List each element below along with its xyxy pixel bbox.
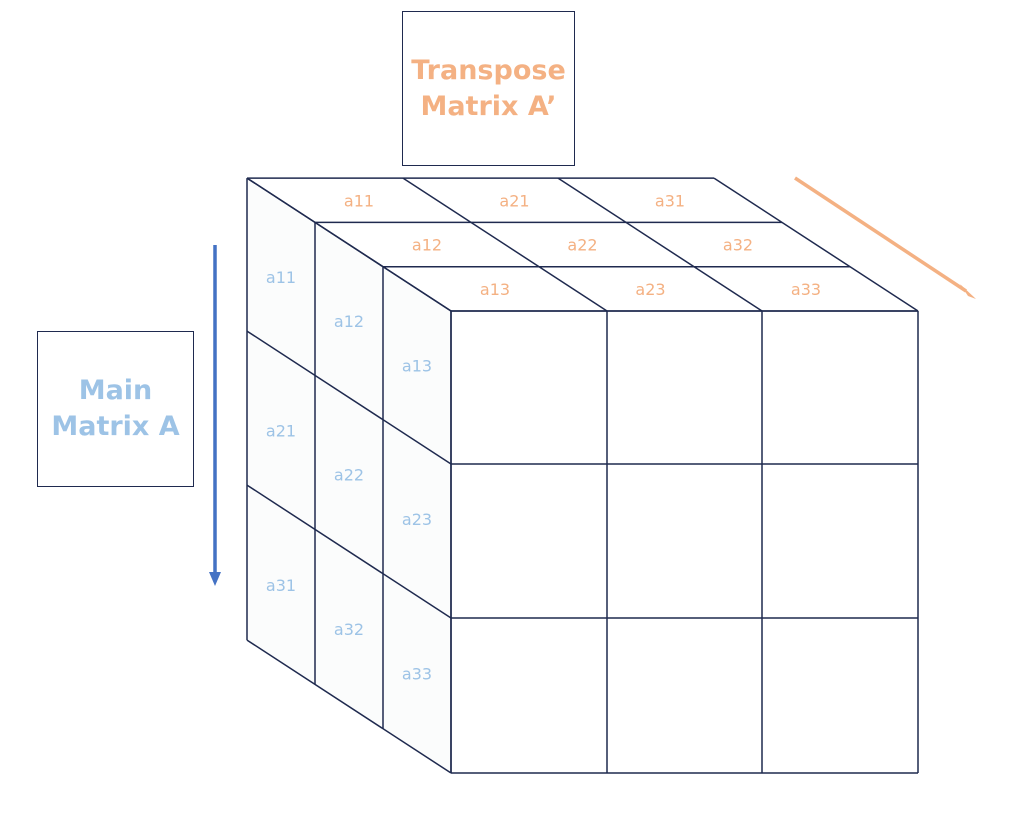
top-cell-label: a33 — [791, 280, 821, 299]
top-cell-label: a31 — [655, 191, 685, 210]
top-cell-label: a23 — [635, 280, 665, 299]
side-cell-label: a21 — [266, 421, 296, 440]
top-depth-line — [402, 177, 608, 312]
side-cell-label: a12 — [334, 312, 364, 331]
top-cell-label: a21 — [499, 191, 529, 210]
side-cell-label: a32 — [334, 620, 364, 639]
side-depth-line — [246, 639, 452, 774]
top-cell-label: a11 — [344, 191, 374, 210]
main-title-line2: Matrix A — [51, 411, 180, 442]
side-depth-line — [246, 330, 452, 465]
top-cell-label: a32 — [723, 236, 753, 255]
main-title-line1: Main — [78, 375, 153, 406]
side-depth-line — [246, 484, 452, 619]
diagonal-arrow-shaft — [794, 176, 967, 293]
top-cell-label: a12 — [412, 236, 442, 255]
down-arrowhead-icon — [209, 572, 221, 586]
top-cell-label: a22 — [567, 236, 597, 255]
side-cell-label: a23 — [402, 510, 432, 529]
top-cell-label: a13 — [480, 280, 510, 299]
side-face — [247, 178, 451, 774]
side-cell-label: a22 — [334, 466, 364, 485]
side-cell-label: a33 — [402, 664, 432, 683]
side-cell-label: a13 — [402, 356, 432, 375]
diagonal-arrowhead-icon — [960, 284, 976, 299]
side-cell-label: a11 — [266, 268, 296, 287]
side-depth-line — [246, 177, 452, 312]
transpose-title-line1: Transpose — [411, 54, 566, 86]
top-depth-line — [557, 177, 763, 312]
top-depth-line — [713, 177, 919, 312]
side-cell-label: a31 — [266, 576, 296, 595]
transpose-title-line2: Matrix A’ — [420, 90, 557, 122]
